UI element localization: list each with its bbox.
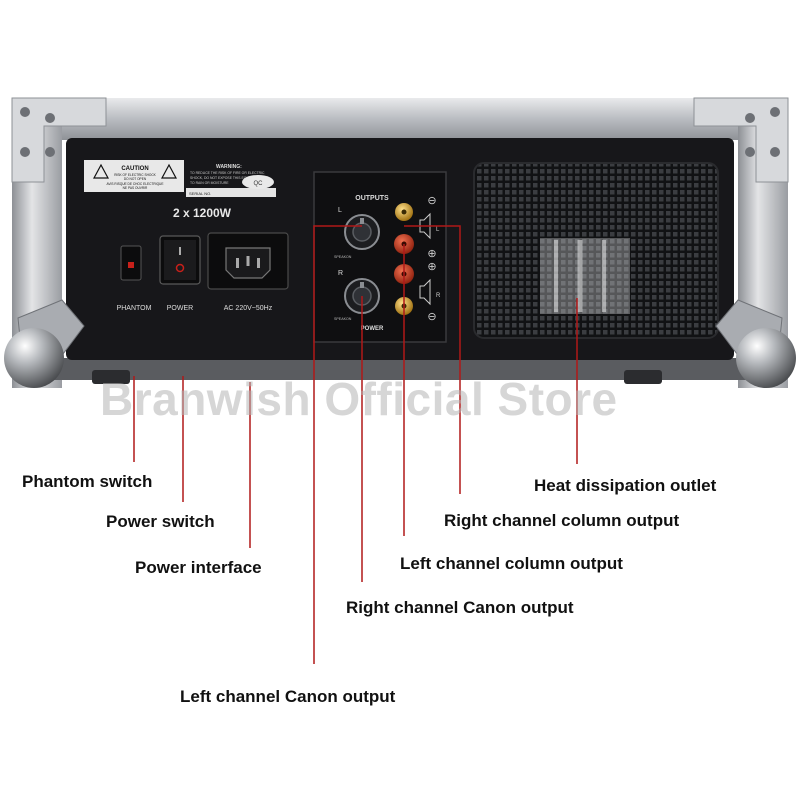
- warning-triangle-icon: [92, 163, 110, 179]
- power-panel-label: POWER: [361, 326, 384, 332]
- rubber-foot: [92, 370, 130, 384]
- speaker-l-mark: L: [436, 227, 440, 233]
- channel-r-label: R: [338, 270, 343, 277]
- iec-pin: [257, 258, 260, 268]
- power-interface-label: AC 220V~50Hz: [224, 305, 273, 312]
- caution-text: DO NOT OPEN: [124, 177, 147, 181]
- speakon-key: [360, 282, 364, 288]
- speakon-key: [360, 218, 364, 224]
- serial-number-box: [186, 188, 276, 197]
- power-switch-rocker: [164, 240, 196, 280]
- screw: [45, 147, 55, 157]
- warning-title: WARNING:: [216, 164, 242, 170]
- screw: [45, 113, 55, 123]
- phantom-switch-indicator: [128, 262, 134, 268]
- iec-pin: [236, 258, 239, 268]
- ball-corner-right: [736, 328, 796, 388]
- screw: [770, 107, 780, 117]
- minus-symbol-icon: ⊖: [427, 195, 436, 207]
- binding-post-hole: [401, 209, 407, 215]
- qc-sticker-text: QC: [254, 181, 264, 187]
- serial-number-label: SERIAL NO.: [189, 191, 211, 196]
- callout-power-switch: Power switch: [106, 512, 215, 531]
- ball-corner-left: [4, 328, 64, 388]
- phantom-switch-label: PHANTOM: [117, 305, 152, 312]
- callout-power-interface: Power interface: [135, 558, 262, 577]
- caution-text: RISK OF ELECTRIC SHOCK: [114, 173, 156, 177]
- caution-text: AVIS RISQUE DE CHOC ELECTRIQUE: [107, 182, 164, 186]
- corner-bracket-top-left: [11, 97, 107, 183]
- speakon-label: SPEAKON: [334, 317, 352, 321]
- speaker-r-mark: R: [436, 293, 441, 299]
- outputs-heading: OUTPUTS: [355, 195, 389, 202]
- warning-triangle-icon: [160, 163, 178, 179]
- warning-text: TO REDUCE THE RISK OF FIRE OR ELECTRIC: [190, 171, 265, 175]
- power-switch-off-mark: [175, 263, 185, 273]
- screw: [20, 147, 30, 157]
- speaker-icon: [419, 212, 431, 240]
- callout-heat-dissipation-outlet: Heat dissipation outlet: [534, 476, 717, 495]
- leader-line-left-channel-canon-output: [313, 225, 362, 664]
- plus-symbol-icon: ⊕: [427, 248, 436, 260]
- power-switch-label: POWER: [167, 305, 193, 312]
- caution-text: NE PAS OUVRIR: [123, 186, 148, 190]
- screw: [745, 113, 755, 123]
- speakon-label: SPEAKON: [334, 255, 352, 259]
- corner-bracket-top-right: [693, 97, 789, 183]
- leader-lines: [133, 225, 578, 664]
- store-watermark: Branwish Official Store: [100, 373, 618, 425]
- screw: [770, 147, 780, 157]
- callout-phantom-switch: Phantom switch: [22, 472, 153, 491]
- callout-left-channel-canon-output: Left channel Canon output: [180, 687, 396, 706]
- speaker-icon: [419, 278, 431, 306]
- callout-right-channel-column-output: Right channel column output: [444, 511, 680, 530]
- leader-line-right-channel-column-output: [404, 225, 461, 494]
- case-top-rail: [12, 98, 788, 140]
- screw: [20, 107, 30, 117]
- caution-title: CAUTION: [121, 166, 148, 172]
- rubber-foot: [624, 370, 662, 384]
- qc-sticker: [242, 175, 274, 189]
- warning-text: SHOCK, DO NOT EXPOSE THIS EQUIPMENT: [190, 176, 262, 180]
- case-bottom-rail: [40, 358, 760, 380]
- power-rating: 2 x 1200W: [173, 206, 232, 220]
- warning-text: TO RAIN OR MOISTURE: [190, 181, 229, 185]
- callout-right-channel-canon-output: Right channel Canon output: [346, 598, 574, 617]
- minus-symbol-icon: ⊖: [427, 311, 436, 323]
- channel-l-label: L: [338, 207, 342, 214]
- heat-dissipation-outlet: [473, 162, 719, 339]
- fan-blade-reflection: [540, 238, 630, 314]
- plus-symbol-icon: ⊕: [427, 261, 436, 273]
- screw: [745, 147, 755, 157]
- iec-pin: [246, 256, 250, 266]
- output-panel: [313, 171, 447, 343]
- callout-left-channel-column-output: Left channel column output: [400, 554, 623, 573]
